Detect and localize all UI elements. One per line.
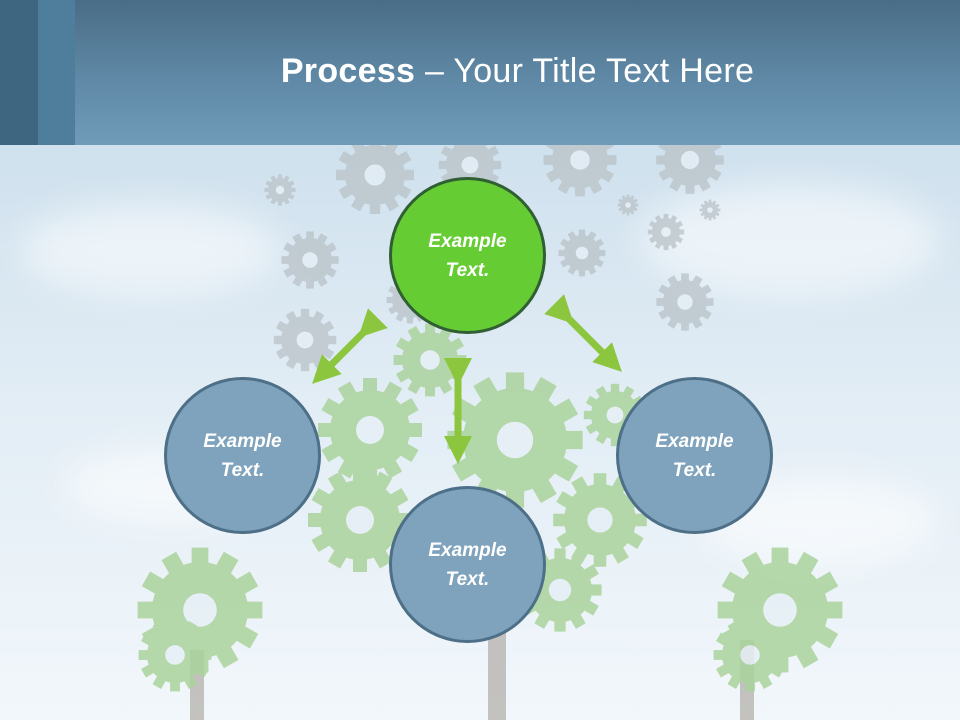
- node-right-line2: Text.: [672, 459, 717, 481]
- node-top-line2: Text.: [445, 259, 490, 281]
- node-top-line1: Example: [428, 230, 507, 252]
- header-accent-strip: [0, 0, 38, 145]
- process-node-bottom: Example Text.: [389, 486, 546, 643]
- title-bar: Process – Your Title Text Here: [0, 0, 960, 145]
- title-rest: – Your Title Text Here: [415, 52, 755, 90]
- arrow-top-right: [544, 294, 622, 372]
- node-left-line2: Text.: [220, 459, 265, 481]
- node-bottom-line1: Example: [428, 539, 507, 561]
- node-bottom-line2: Text.: [445, 568, 490, 590]
- arrow-top-left: [312, 308, 388, 384]
- process-node-top: Example Text.: [389, 177, 546, 334]
- node-left-line1: Example: [203, 430, 282, 452]
- header-accent-strip: [38, 0, 75, 145]
- process-node-right: Example Text.: [616, 377, 773, 534]
- process-node-left: Example Text.: [164, 377, 321, 534]
- node-right-line1: Example: [655, 430, 734, 452]
- slide-title: Process – Your Title Text Here: [75, 52, 960, 91]
- title-bold: Process: [280, 52, 416, 90]
